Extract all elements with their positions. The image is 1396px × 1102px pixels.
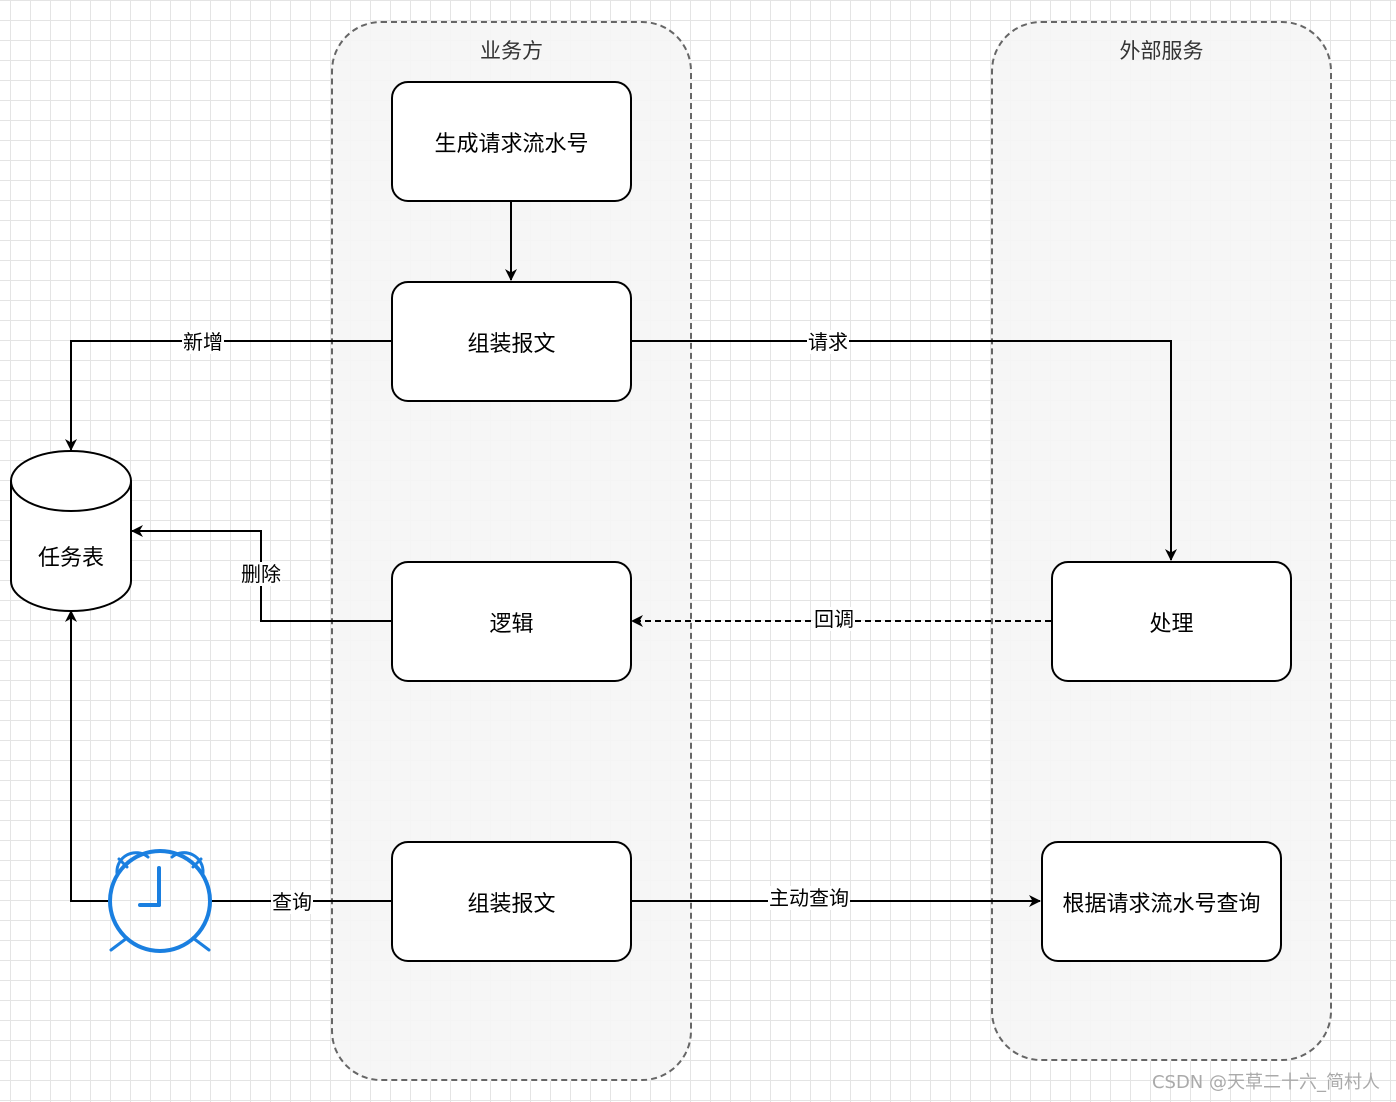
alarm-clock-icon bbox=[108, 849, 212, 953]
edge-add bbox=[65, 340, 391, 451]
node-query-by-serial[interactable]: 根据请求流水号查询 bbox=[1041, 841, 1282, 962]
lane-business-title: 业务方 bbox=[480, 39, 543, 63]
edge-label-callback: 回调 bbox=[813, 607, 855, 631]
node-assemble-message-1[interactable]: 组装报文 bbox=[391, 281, 632, 402]
node-logic[interactable]: 逻辑 bbox=[391, 561, 632, 682]
node-process[interactable]: 处理 bbox=[1051, 561, 1292, 682]
edge-clock-to-task-table bbox=[65, 610, 109, 902]
edge-label-query: 查询 bbox=[271, 890, 313, 914]
node-generate-serial[interactable]: 生成请求流水号 bbox=[391, 81, 632, 202]
watermark: CSDN @天草二十六_简村人 bbox=[1151, 1072, 1380, 1093]
edge-label-add: 新增 bbox=[182, 330, 224, 354]
edge-label-delete: 删除 bbox=[240, 562, 282, 586]
database-cylinder-icon bbox=[10, 450, 132, 612]
lane-external-service-title: 外部服务 bbox=[1119, 39, 1204, 63]
edge-label-request: 请求 bbox=[807, 330, 849, 354]
task-table-label: 任务表 bbox=[37, 546, 104, 571]
node-assemble-message-2[interactable]: 组装报文 bbox=[391, 841, 632, 962]
edge-request bbox=[631, 340, 1177, 561]
edge-label-active-query: 主动查询 bbox=[768, 886, 850, 910]
